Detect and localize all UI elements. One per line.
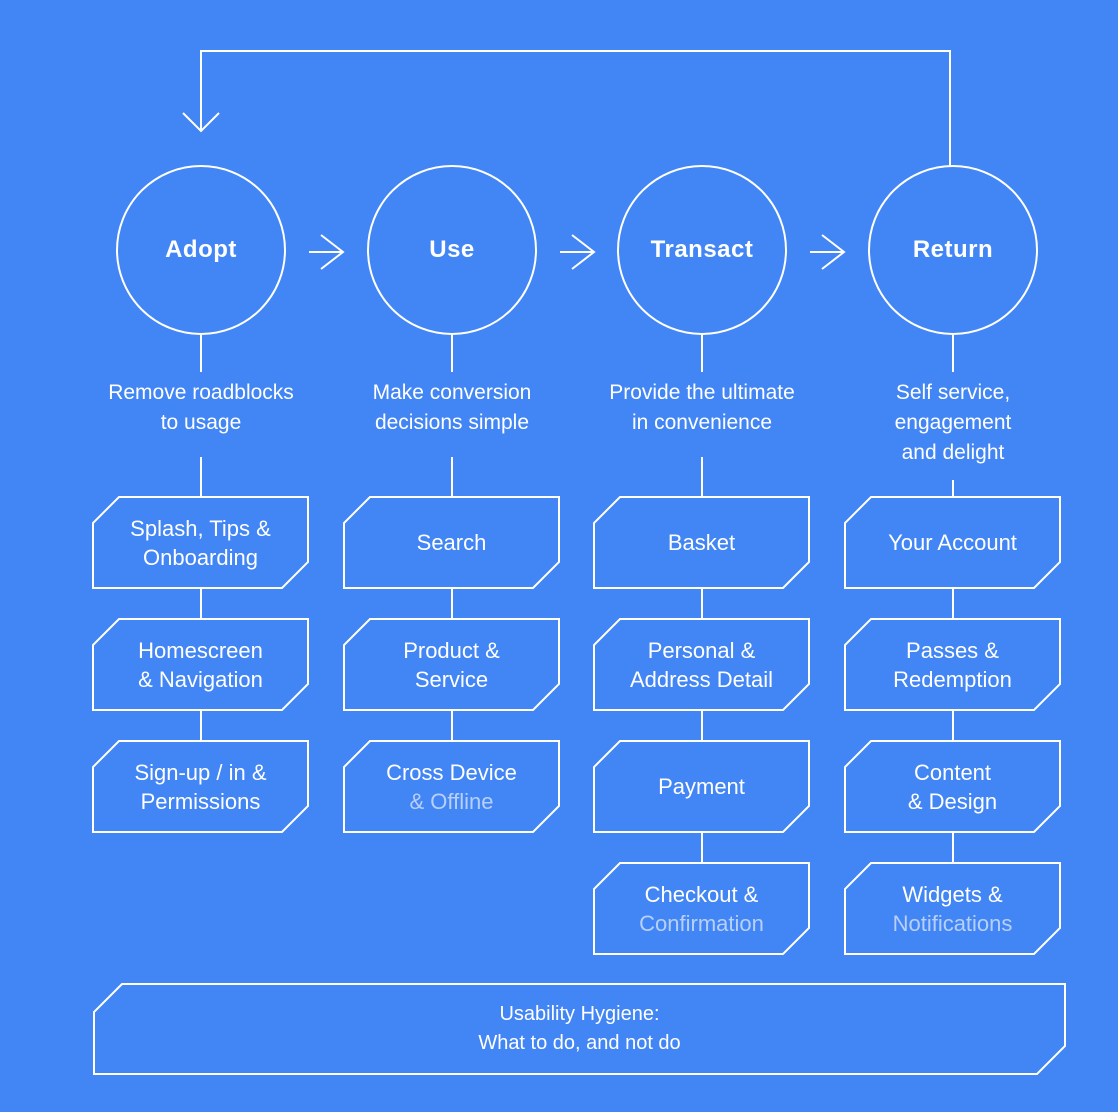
box-outline <box>593 496 810 589</box>
box-line: Payment <box>658 774 745 799</box>
box-outline <box>844 740 1061 833</box>
box-line: Service <box>414 666 489 692</box>
box-line: Content <box>913 759 992 785</box>
return-loop-line <box>200 50 951 166</box>
stage-desc-adopt: Remove roadblocks to usage <box>86 378 316 438</box>
footer-line: What to do, and not do <box>478 1032 681 1054</box>
box-outline <box>844 496 1061 589</box>
box-line: Splash, Tips & <box>130 515 271 541</box>
stage-label-transact: Transact <box>617 166 787 334</box>
box-personal-address-detail: Personal & Address Detail <box>594 619 809 710</box>
desc-line: decisions simple <box>374 411 530 434</box>
box-outline <box>343 496 560 589</box>
stage-label-return: Return <box>868 166 1038 334</box>
stage-label-text: Transact <box>650 236 754 263</box>
stage-desc-return: Self service, engagement and delight <box>838 378 1068 468</box>
box-outline <box>593 862 810 955</box>
box-line: Sign-up / in & <box>134 759 267 785</box>
box-signup-permissions: Sign-up / in & Permissions <box>93 741 308 832</box>
stage-label-text: Use <box>429 236 475 263</box>
right-arrow-icon-3 <box>810 234 846 270</box>
box-line: Cross Device <box>386 759 517 785</box>
desc-line: Provide the ultimate <box>609 381 795 404</box>
desc-line: engagement <box>894 411 1012 434</box>
box-line: Your Account <box>888 530 1017 555</box>
box-line: Notifications <box>892 910 1013 936</box>
stage-label-text: Return <box>912 236 994 263</box>
box-line: & Offline <box>409 788 494 814</box>
box-basket: Basket <box>594 497 809 588</box>
box-outline <box>593 740 810 833</box>
footer-outline <box>93 983 1066 1075</box>
box-line: Basket <box>667 530 736 555</box>
box-splash-tips-onboarding: Splash, Tips & Onboarding <box>93 497 308 588</box>
box-outline <box>343 618 560 711</box>
box-your-account: Your Account <box>845 497 1060 588</box>
box-line: Checkout & <box>644 881 759 907</box>
stage-label-use: Use <box>367 166 537 334</box>
desc-line: Self service, <box>895 381 1011 404</box>
right-arrow-icon-2 <box>560 234 596 270</box>
box-passes-redemption: Passes & Redemption <box>845 619 1060 710</box>
box-line: Homescreen <box>138 637 263 663</box>
stage-label-text: Adopt <box>165 236 237 263</box>
desc-line: and delight <box>901 441 1005 464</box>
box-content-design: Content & Design <box>845 741 1060 832</box>
box-checkout-confirmation: Checkout & Confirmation <box>594 863 809 954</box>
box-payment: Payment <box>594 741 809 832</box>
box-line: & Navigation <box>138 666 263 692</box>
stage-desc-transact: Provide the ultimate in convenience <box>587 378 817 438</box>
box-product-service: Product & Service <box>344 619 559 710</box>
box-line: Permissions <box>140 788 261 814</box>
box-line: Widgets & <box>902 881 1003 907</box>
box-line: Confirmation <box>639 910 764 936</box>
desc-line: in convenience <box>631 411 773 434</box>
footer-usability-hygiene: Usability Hygiene: What to do, and not d… <box>94 984 1065 1074</box>
box-outline <box>92 618 309 711</box>
box-outline <box>92 740 309 833</box>
box-homescreen-navigation: Homescreen & Navigation <box>93 619 308 710</box>
box-line: Personal & <box>647 637 756 663</box>
box-cross-device-offline: Cross Device & Offline <box>344 741 559 832</box>
box-outline <box>844 862 1061 955</box>
box-outline <box>844 618 1061 711</box>
desc-line: to usage <box>160 411 242 434</box>
right-arrow-icon-1 <box>309 234 345 270</box>
stage-label-adopt: Adopt <box>116 166 286 334</box>
box-outline <box>593 618 810 711</box>
box-line: Onboarding <box>143 544 258 570</box>
box-line: Product & <box>403 637 500 663</box>
stage-desc-use: Make conversion decisions simple <box>337 378 567 438</box>
box-outline <box>343 740 560 833</box>
desc-line: Remove roadblocks <box>108 381 294 404</box>
desc-line: Make conversion <box>372 381 532 404</box>
box-line: Redemption <box>893 666 1012 692</box>
box-outline <box>92 496 309 589</box>
box-widgets-notifications: Widgets & Notifications <box>845 863 1060 954</box>
box-line: Address Detail <box>629 666 774 692</box>
box-search: Search <box>344 497 559 588</box>
box-line: & Design <box>907 788 998 814</box>
box-line: Passes & <box>906 637 999 663</box>
footer-line: Usability Hygiene: <box>499 1003 660 1025</box>
box-line: Search <box>416 530 487 555</box>
down-arrowhead-icon <box>182 112 220 133</box>
